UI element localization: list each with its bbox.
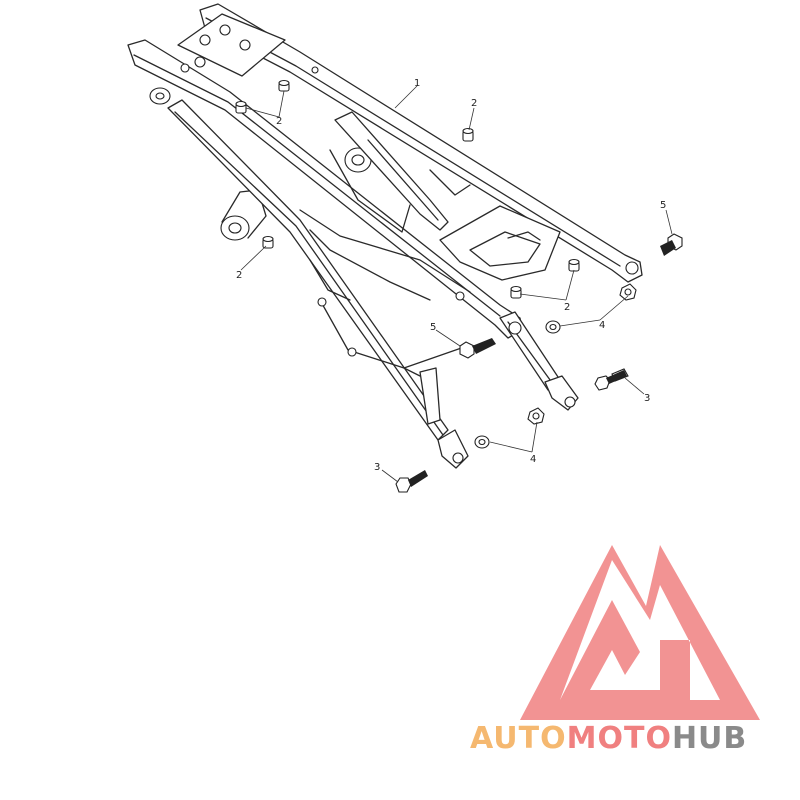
callout-2: 2 — [236, 270, 242, 281]
bushing-2f — [510, 285, 522, 299]
callout-4: 4 — [599, 320, 605, 331]
callout-4: 4 — [530, 454, 536, 465]
bushing-2b — [278, 79, 290, 92]
bushing-2c — [462, 127, 474, 142]
triangle-logo-icon — [520, 545, 760, 720]
callout-3: 3 — [644, 393, 650, 404]
bolt-5b — [459, 338, 496, 359]
callout-5: 5 — [430, 322, 436, 333]
washer-4d — [474, 435, 490, 449]
bolt-5a — [660, 233, 683, 256]
watermark-auto: AUTO — [470, 721, 567, 756]
watermark-logo — [520, 545, 760, 720]
bushing-2a — [235, 100, 247, 114]
bushing-2e — [568, 258, 580, 272]
watermark-hub: HUB — [672, 721, 747, 756]
callout-3: 3 — [374, 462, 380, 473]
svg-text:AUTOMOTOHUB: AUTOMOTOHUB — [470, 721, 747, 756]
callout-2: 2 — [564, 302, 570, 313]
callout-1: 1 — [414, 78, 420, 89]
watermark-wordmark: AUTOMOTOHUB — [470, 721, 747, 756]
watermark-moto: MOTO — [567, 721, 672, 756]
rear-subframe — [127, 3, 643, 469]
nut-4c — [527, 407, 545, 425]
leader-lines — [240, 85, 673, 483]
callout-2: 2 — [276, 116, 282, 127]
bolt-3b — [395, 470, 428, 493]
fasteners — [235, 79, 683, 493]
washer-4b — [545, 320, 561, 334]
nut-4a — [619, 283, 637, 301]
callout-labels: 1 2 2 2 2 3 3 4 4 5 5 — [236, 78, 666, 473]
bolt-3a — [594, 368, 629, 391]
callout-5: 5 — [660, 200, 666, 211]
callout-2: 2 — [471, 98, 477, 109]
bushing-2d — [262, 235, 274, 249]
